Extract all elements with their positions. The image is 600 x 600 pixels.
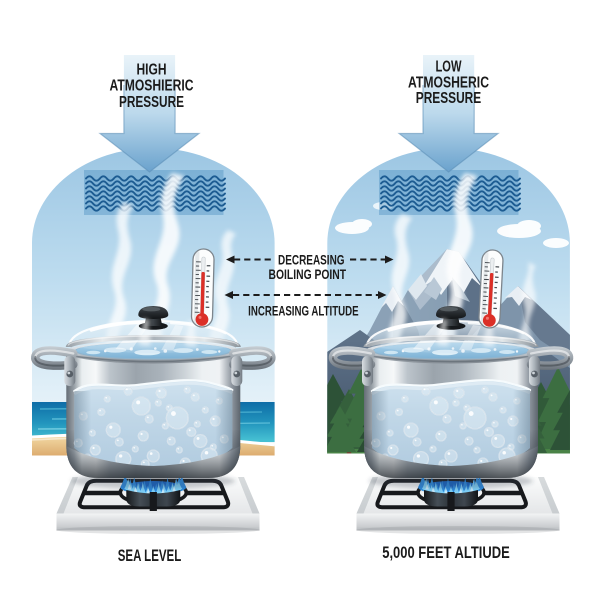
- svg-text:INCREASING ALTITUDE: INCREASING ALTITUDE: [248, 303, 359, 319]
- svg-text:HIGH: HIGH: [137, 62, 167, 79]
- svg-text:PRESSURE: PRESSURE: [119, 94, 184, 111]
- svg-text:LOW: LOW: [436, 59, 463, 76]
- svg-text:DECREASING: DECREASING: [278, 251, 345, 267]
- svg-text:PRESSURE: PRESSURE: [416, 90, 482, 107]
- svg-text:5,000 FEET ALTIUDE: 5,000 FEET ALTIUDE: [382, 543, 510, 562]
- svg-text:BOILING POINT: BOILING POINT: [269, 266, 347, 282]
- svg-text:ATMOSHERIC: ATMOSHERIC: [408, 74, 489, 91]
- svg-text:ATMOSHIERIC: ATMOSHIERIC: [110, 78, 194, 95]
- svg-text:SEA LEVEL: SEA LEVEL: [118, 546, 182, 565]
